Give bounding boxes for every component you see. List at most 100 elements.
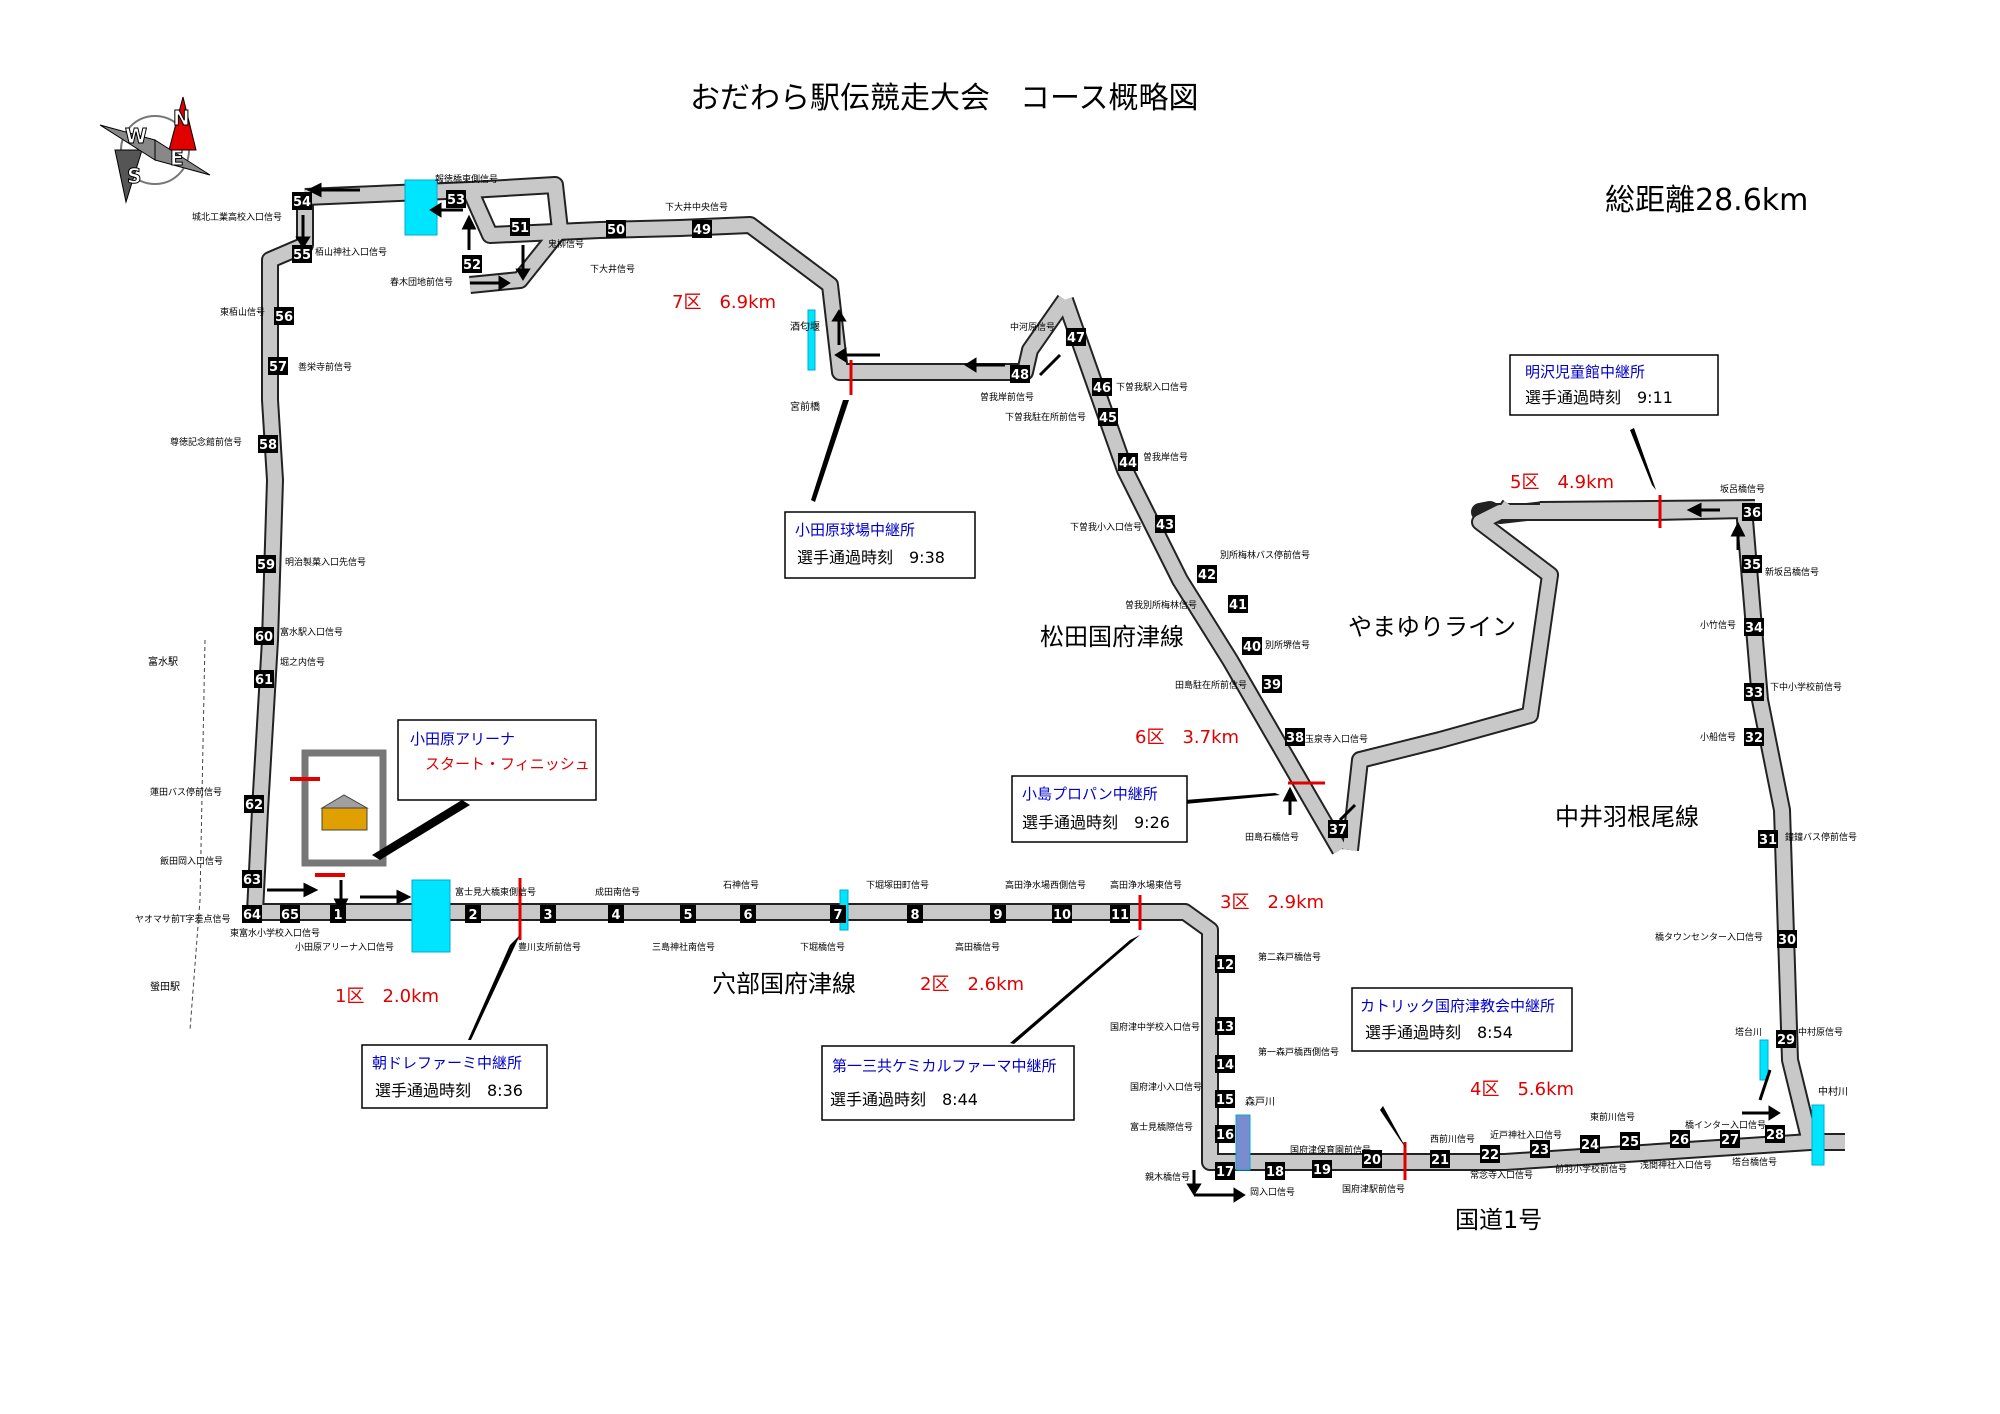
svg-text:34: 34 bbox=[1745, 621, 1763, 636]
checkpoint-6: 6 bbox=[740, 905, 756, 923]
signal-label: 下中小学校前信号 bbox=[1770, 681, 1842, 693]
svg-text:第一三共ケミカルファーマ中継所: 第一三共ケミカルファーマ中継所 bbox=[832, 1057, 1057, 1075]
svg-text:63: 63 bbox=[243, 873, 261, 888]
svg-text:56: 56 bbox=[275, 310, 293, 325]
signal-label: 新坂呂橋信号 bbox=[1765, 566, 1819, 578]
checkpoint-58: 58 bbox=[258, 435, 278, 453]
signal-label: 城北工業高校入口信号 bbox=[192, 211, 282, 223]
signal-label: 下堀塚田町信号 bbox=[866, 879, 929, 891]
svg-text:選手通過時刻 8:44: 選手通過時刻 8:44 bbox=[830, 1090, 978, 1109]
svg-text:6: 6 bbox=[743, 908, 752, 923]
signal-label: 東栢山信号 bbox=[220, 306, 265, 318]
checkpoint-12: 12 bbox=[1215, 955, 1235, 973]
leg-7: 7区 6.9km bbox=[672, 292, 776, 313]
svg-text:38: 38 bbox=[1286, 731, 1304, 746]
route-yamayuri: やまゆりライン bbox=[1348, 613, 1516, 641]
signal-label: 春木団地前信号 bbox=[390, 276, 453, 288]
signal-label: 塔台川 bbox=[1735, 1026, 1762, 1038]
compass-icon: N E S W bbox=[99, 96, 211, 204]
svg-text:17: 17 bbox=[1216, 1165, 1234, 1180]
signal-label: 下曽我駐在所前信号 bbox=[1005, 411, 1086, 423]
checkpoint-42: 42 bbox=[1197, 565, 1217, 583]
checkpoint-29: 29 bbox=[1776, 1030, 1796, 1048]
signal-label: 国府津中学校入口信号 bbox=[1110, 1021, 1200, 1033]
checkpoint-36: 36 bbox=[1742, 503, 1762, 521]
arena-building bbox=[290, 749, 387, 877]
arena-sub: スタート・フィニッシュ bbox=[425, 755, 590, 773]
signal-label: 浅間神社入口信号 bbox=[1640, 1159, 1712, 1171]
svg-text:40: 40 bbox=[1243, 640, 1261, 655]
svg-text:49: 49 bbox=[693, 223, 711, 238]
signal-label: 堀之内信号 bbox=[280, 656, 325, 668]
signal-labels: 富士見大橋東側信号 成田南信号 石神信号 下堀塚田町信号 高田浄水場西側信号 高… bbox=[135, 173, 1857, 1198]
signal-label: 中河原信号 bbox=[1010, 321, 1055, 333]
svg-text:選手通過時刻 8:36: 選手通過時刻 8:36 bbox=[375, 1081, 523, 1100]
checkpoint-18: 18 bbox=[1265, 1162, 1285, 1180]
signal-label: 玉泉寺入口信号 bbox=[1305, 733, 1368, 745]
signal-label: 塔台橋信号 bbox=[1732, 1156, 1777, 1168]
checkpoint-63: 63 bbox=[242, 870, 262, 888]
svg-text:選手通過時刻 9:38: 選手通過時刻 9:38 bbox=[797, 548, 945, 567]
svg-text:39: 39 bbox=[1263, 678, 1281, 693]
svg-text:55: 55 bbox=[293, 248, 311, 263]
svg-text:13: 13 bbox=[1216, 1020, 1234, 1035]
river-morito: 森戸川 bbox=[1245, 1095, 1275, 1108]
svg-text:51: 51 bbox=[511, 221, 529, 236]
svg-text:32: 32 bbox=[1745, 731, 1763, 746]
signal-label: 下大井中央信号 bbox=[665, 201, 728, 213]
svg-text:小田原球場中継所: 小田原球場中継所 bbox=[795, 521, 915, 539]
signal-label: 高田浄水場東信号 bbox=[1110, 879, 1182, 891]
signal-label: 田島駐在所前信号 bbox=[1175, 679, 1247, 691]
checkpoint-7: 7 bbox=[830, 905, 846, 923]
svg-text:7: 7 bbox=[833, 908, 842, 923]
signal-label: 小船信号 bbox=[1700, 731, 1736, 743]
water-features bbox=[404, 179, 1825, 1171]
checkpoint-47: 47 bbox=[1066, 328, 1086, 346]
checkpoint-28: 28 bbox=[1765, 1125, 1785, 1143]
svg-text:カトリック国府津教会中継所: カトリック国府津教会中継所 bbox=[1360, 997, 1555, 1015]
checkpoint-50: 50 bbox=[606, 220, 626, 238]
signal-label: 高田橋信号 bbox=[955, 941, 1000, 953]
signal-label: 常念寺入口信号 bbox=[1470, 1169, 1533, 1181]
checkpoint-3: 3 bbox=[540, 905, 556, 923]
checkpoint-23: 23 bbox=[1530, 1140, 1550, 1158]
signal-label: 蓮田バス停前信号 bbox=[150, 786, 222, 798]
checkpoint-44: 44 bbox=[1118, 453, 1138, 471]
svg-text:23: 23 bbox=[1531, 1143, 1549, 1158]
compass-n: N bbox=[173, 106, 190, 130]
signal-label: 三島神社南信号 bbox=[652, 941, 715, 953]
signal-label: 東前川信号 bbox=[1590, 1111, 1635, 1123]
checkpoint-35: 35 bbox=[1742, 555, 1762, 573]
checkpoint-49: 49 bbox=[692, 220, 712, 238]
svg-text:33: 33 bbox=[1745, 686, 1763, 701]
checkpoint-39: 39 bbox=[1262, 675, 1282, 693]
svg-text:31: 31 bbox=[1759, 833, 1777, 848]
svg-text:3: 3 bbox=[543, 908, 552, 923]
checkpoint-53: 53 bbox=[446, 190, 466, 208]
svg-text:選手通過時刻 9:26: 選手通過時刻 9:26 bbox=[1022, 813, 1170, 832]
signal-label: 飯田岡入口信号 bbox=[160, 855, 223, 867]
svg-text:35: 35 bbox=[1743, 558, 1761, 573]
checkpoint-10: 10 bbox=[1052, 905, 1072, 923]
svg-text:37: 37 bbox=[1329, 823, 1347, 838]
river-miyamaebashi: 宮前橋 bbox=[790, 400, 820, 413]
checkpoint-27: 27 bbox=[1720, 1130, 1740, 1148]
checkpoint-45: 45 bbox=[1098, 408, 1118, 426]
svg-text:14: 14 bbox=[1216, 1058, 1234, 1073]
checkpoint-40: 40 bbox=[1242, 637, 1262, 655]
svg-text:21: 21 bbox=[1431, 1153, 1449, 1168]
svg-text:57: 57 bbox=[269, 360, 287, 375]
direction-arrows bbox=[267, 182, 1781, 1203]
svg-text:16: 16 bbox=[1216, 1128, 1234, 1143]
checkpoint-9: 9 bbox=[990, 905, 1006, 923]
svg-text:朝ドレファーミ中継所: 朝ドレファーミ中継所 bbox=[372, 1054, 522, 1072]
checkpoint-8: 8 bbox=[907, 905, 923, 923]
signal-label: 富水駅入口信号 bbox=[280, 626, 343, 638]
signal-label: 田島石橋信号 bbox=[1245, 831, 1299, 843]
svg-text:53: 53 bbox=[447, 193, 465, 208]
signal-label: 報徳橋東側信号 bbox=[435, 173, 498, 185]
checkpoint-4: 4 bbox=[608, 905, 624, 923]
leg-2: 2区 2.6km bbox=[920, 974, 1024, 995]
relay-box-4: 明沢児童館中継所 選手通過時刻 9:11 bbox=[1509, 354, 1719, 416]
